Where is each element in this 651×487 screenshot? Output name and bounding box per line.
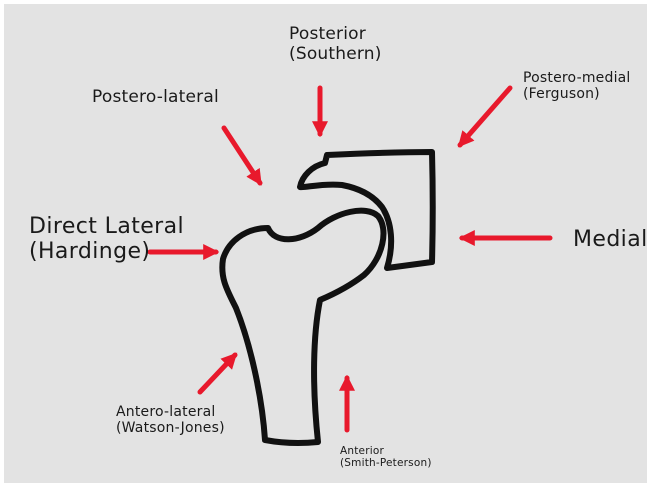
label-direct-lateral-surgeon: (Hardinge): [29, 239, 184, 264]
label-anterior-surgeon: (Smith-Peterson): [340, 457, 432, 469]
label-posterior-surgeon: (Southern): [289, 45, 382, 65]
label-medial-name: Medial: [573, 227, 648, 252]
label-anterior: Anterior (Smith-Peterson): [340, 445, 432, 469]
femur-outline: [222, 211, 383, 443]
label-direct-lateral-name: Direct Lateral: [29, 214, 184, 239]
label-postero-medial-surgeon: (Ferguson): [523, 86, 631, 102]
label-antero-lateral-surgeon: (Watson-Jones): [116, 420, 225, 436]
label-antero-lateral-name: Antero-lateral: [116, 404, 225, 420]
label-posterior: Posterior (Southern): [289, 25, 382, 64]
label-antero-lateral: Antero-lateral (Watson-Jones): [116, 404, 225, 436]
label-direct-lateral: Direct Lateral (Hardinge): [29, 214, 184, 265]
label-postero-lateral: Postero-lateral: [92, 88, 219, 108]
label-postero-lateral-name: Postero-lateral: [92, 88, 219, 108]
label-postero-medial-name: Postero-medial: [523, 70, 631, 86]
label-posterior-name: Posterior: [289, 25, 382, 45]
postero-lateral-arrow: [224, 128, 260, 183]
antero-lateral-arrow: [200, 355, 235, 392]
label-postero-medial: Postero-medial (Ferguson): [523, 70, 631, 102]
postero-medial-arrow: [460, 88, 510, 145]
label-medial: Medial: [573, 227, 648, 252]
label-anterior-name: Anterior: [340, 445, 432, 457]
